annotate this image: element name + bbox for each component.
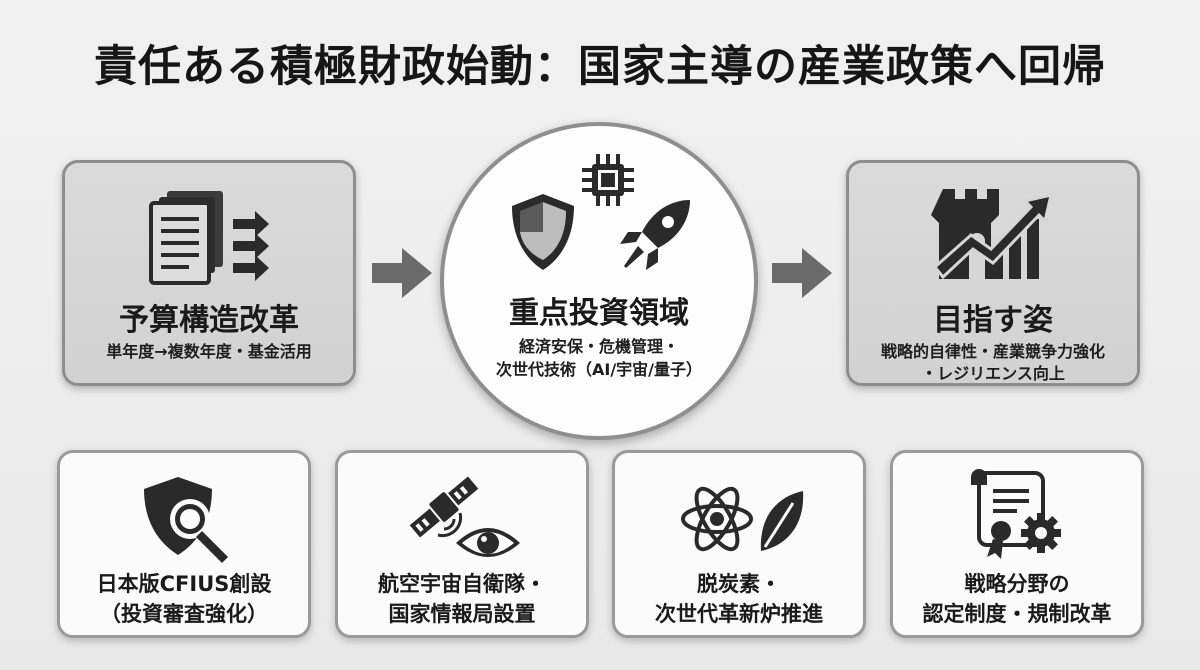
- certificate-gear-icon: [971, 469, 1061, 559]
- rocket-icon: [620, 200, 690, 270]
- aerospace-card: 航空宇宙自衛隊・ 国家情報局設置: [335, 450, 589, 638]
- certification-card: 戦略分野の 認定制度・規制改革: [890, 450, 1144, 638]
- aerospace-line1: 航空宇宙自衛隊・: [378, 572, 546, 596]
- certification-line1: 戦略分野の: [964, 572, 1070, 596]
- tower-growth-chart-icon: [931, 189, 1054, 280]
- satellite-eye-icon: [409, 476, 520, 557]
- budget-reform-title: 予算構造改革: [119, 303, 299, 338]
- certification-line2: 認定制度・規制改革: [922, 602, 1112, 626]
- chip-icon: [582, 154, 634, 206]
- focus-investment-circle: 重点投資領域 経済安保・危機管理・ 次世代技術（AI/宇宙/量子）: [440, 122, 758, 440]
- budget-reform-subtitle: 単年度→複数年度・基金活用: [106, 342, 312, 361]
- goal-title: 目指す姿: [933, 303, 1053, 338]
- goal-card: 目指す姿 戦略的自律性・産業競争力強化 ・レジリエンス向上: [846, 160, 1140, 386]
- focus-investment-sub-line1: 経済安保・危機管理・: [518, 337, 679, 356]
- focus-investment-title: 重点投資領域: [509, 296, 689, 331]
- decarbonization-card: 脱炭素・ 次世代革新炉推進: [612, 450, 866, 638]
- shield-magnifier-icon: [144, 477, 228, 563]
- decarbonization-line1: 脱炭素・: [697, 572, 781, 596]
- documents-arrows-icon: [149, 191, 269, 285]
- aerospace-line2: 国家情報局設置: [388, 602, 536, 626]
- page-title: 責任ある積極財政始動：国家主導の産業政策へ回帰: [94, 42, 1106, 92]
- shield-icon: [512, 194, 574, 270]
- goal-sub-line1: 戦略的自律性・産業競争力強化: [880, 342, 1105, 361]
- budget-reform-card: 予算構造改革 単年度→複数年度・基金活用: [62, 160, 356, 386]
- focus-investment-sub-line2: 次世代技術（AI/宇宙/量子）: [495, 360, 703, 379]
- flow-arrow-icon: [772, 248, 832, 298]
- decarbonization-line2: 次世代革新炉推進: [655, 602, 823, 626]
- cfius-card: 日本版CFIUS創設 （投資審査強化）: [57, 450, 311, 638]
- goal-sub-line2: ・レジリエンス向上: [921, 364, 1065, 383]
- flow-arrow-icon: [372, 248, 432, 298]
- cfius-line2: （投資審査強化）: [100, 602, 268, 626]
- atom-leaf-icon: [681, 486, 804, 552]
- cfius-line1: 日本版CFIUS創設: [96, 572, 272, 596]
